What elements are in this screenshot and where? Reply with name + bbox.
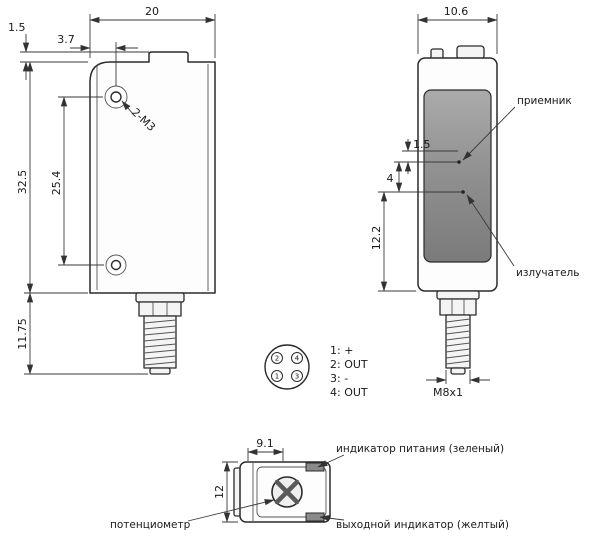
front-connector-nut <box>439 298 477 316</box>
emitter-point <box>461 190 465 194</box>
dim-emitter-height-label: 12.2 <box>370 226 383 251</box>
dim-hole-offset-label: 3.7 <box>57 33 75 46</box>
front-lens-window <box>423 89 492 263</box>
front-connector-thread-lines <box>445 318 471 365</box>
mounting-hole-bottom <box>110 259 122 271</box>
mounting-hole-top <box>110 91 122 103</box>
pinout-face <box>264 344 310 390</box>
pin-4-number: 4 <box>295 355 300 363</box>
dim-lens-spacing-label: 4 <box>387 172 394 185</box>
emitter-label: излучатель <box>516 267 579 279</box>
thread-label: M8x1 <box>433 386 463 399</box>
front-connector-nut-facets <box>451 299 465 315</box>
potentiometer-phillips-slot <box>274 479 300 505</box>
pin-2-number: 2 <box>275 355 279 363</box>
side-connector-thread-body <box>143 315 177 369</box>
mounting-hole-bottom-boss <box>105 254 127 276</box>
dim-tab-label: 1.5 <box>8 21 26 34</box>
top-view: 9.1 12 индикатор питания (зеленый) выход… <box>110 437 509 531</box>
pin-3 <box>291 370 303 382</box>
emitter-leader-line <box>466 194 515 267</box>
front-connector-tip <box>450 367 466 375</box>
dim-width-label: 20 <box>145 5 159 18</box>
side-body-outline <box>89 51 216 294</box>
dim-connector-label: 11.75 <box>16 318 29 350</box>
output-indicator-leader <box>319 515 345 522</box>
pin-legend-line-1: 1: + <box>330 344 353 357</box>
pin-legend-line-3: 3: - <box>330 372 348 385</box>
front-connector-thread-body <box>445 314 471 369</box>
potentiometer-leader <box>187 499 275 522</box>
connector-pinout: 2 4 1 3 1: + 2: OUT 3: - 4: OUT <box>264 344 368 399</box>
receiver-label: приемник <box>517 95 572 107</box>
receiver-point <box>457 160 461 164</box>
pin-1 <box>271 370 283 382</box>
dim-body-height-label: 32.5 <box>16 170 29 195</box>
dim-front-width-label: 10.6 <box>444 5 469 18</box>
dim-tab-extensions <box>20 51 149 63</box>
pin-3-number: 3 <box>295 373 299 381</box>
front-view: 1.5 4 12.2 10.6 приемник излучатель M8x1 <box>370 5 579 399</box>
top-view-inner-outline <box>256 466 327 518</box>
side-connector-tip <box>149 367 171 375</box>
side-view: 2-M3 20 3.7 1.5 32.5 25.4 11.75 <box>8 5 216 375</box>
dim-hole-spacing-label: 25.4 <box>50 171 63 196</box>
holes-leader-line <box>121 100 134 115</box>
power-indicator-leader <box>317 454 345 468</box>
power-indicator-window <box>305 462 325 472</box>
pin-1-number: 1 <box>275 373 279 381</box>
side-connector-thread-lines <box>143 319 177 366</box>
output-indicator-label: выходной индикатор (желтый) <box>336 519 509 531</box>
potentiometer-label: потенциометр <box>110 519 191 531</box>
pin-legend-line-2: 2: OUT <box>330 358 368 371</box>
pin-2 <box>271 352 283 364</box>
receiver-leader-line <box>462 106 516 161</box>
dim-receiver-offset-label: 1.5 <box>413 138 431 151</box>
pin-legend-line-4: 4: OUT <box>330 386 368 399</box>
side-connector-nut-facets <box>152 302 168 316</box>
pin-4 <box>291 352 303 364</box>
dim-top-width-label: 9.1 <box>256 437 274 450</box>
side-connector-collar <box>135 292 185 303</box>
front-connector-collar <box>436 290 480 300</box>
side-body-seams <box>96 64 209 291</box>
power-indicator-label: индикатор питания (зеленый) <box>336 443 504 455</box>
dim-top-height-label: 12 <box>213 485 226 499</box>
front-top-tab-large <box>456 45 485 60</box>
side-connector-nut <box>138 301 182 317</box>
